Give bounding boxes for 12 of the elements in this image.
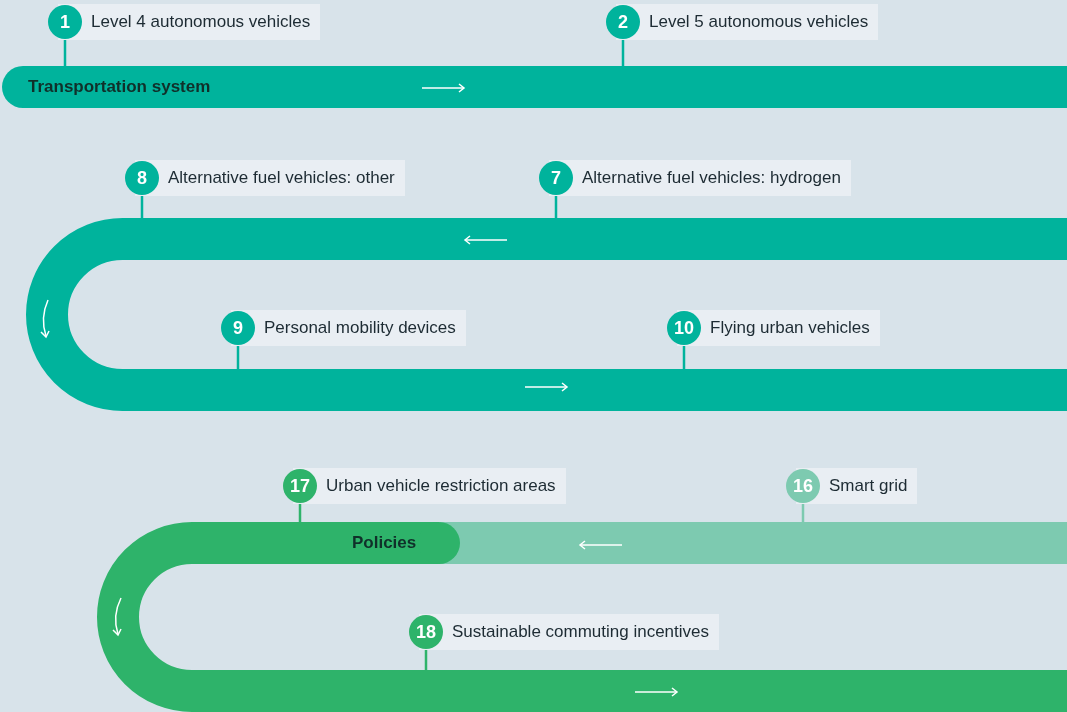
number-badge: 10 [667, 311, 701, 345]
number-badge: 1 [48, 5, 82, 39]
number-badge: 9 [221, 311, 255, 345]
number-badge: 7 [539, 161, 573, 195]
number-badge: 16 [786, 469, 820, 503]
band-title: Policies [352, 533, 417, 553]
band-title: Transportation system [28, 77, 211, 97]
road-band [2, 66, 1067, 108]
number-badge: 17 [283, 469, 317, 503]
number-badge: 8 [125, 161, 159, 195]
number-badge: 18 [409, 615, 443, 649]
number-badge: 2 [606, 5, 640, 39]
